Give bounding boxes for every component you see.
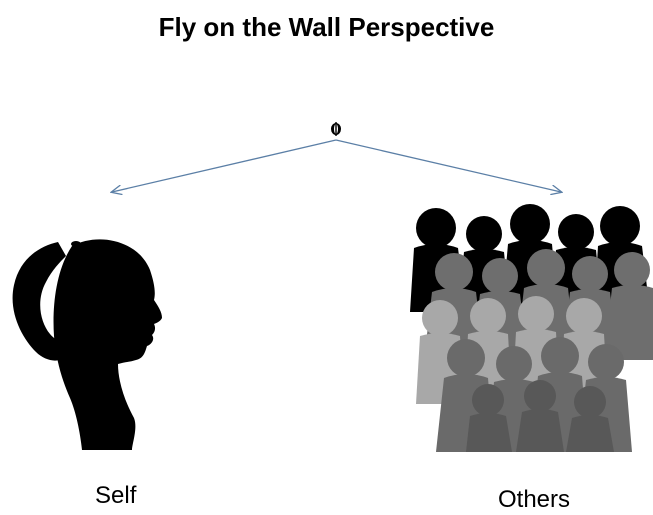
woman-silhouette-icon (12, 239, 162, 450)
diagram-title: Fly on the Wall Perspective (158, 12, 495, 42)
others-label: Others (498, 486, 571, 513)
fly-icon (331, 122, 341, 136)
arrow-to-others (335, 139, 561, 192)
crowd-silhouette-icon (410, 204, 653, 452)
arrow-to-self (112, 139, 337, 192)
self-label: Self (95, 482, 137, 509)
